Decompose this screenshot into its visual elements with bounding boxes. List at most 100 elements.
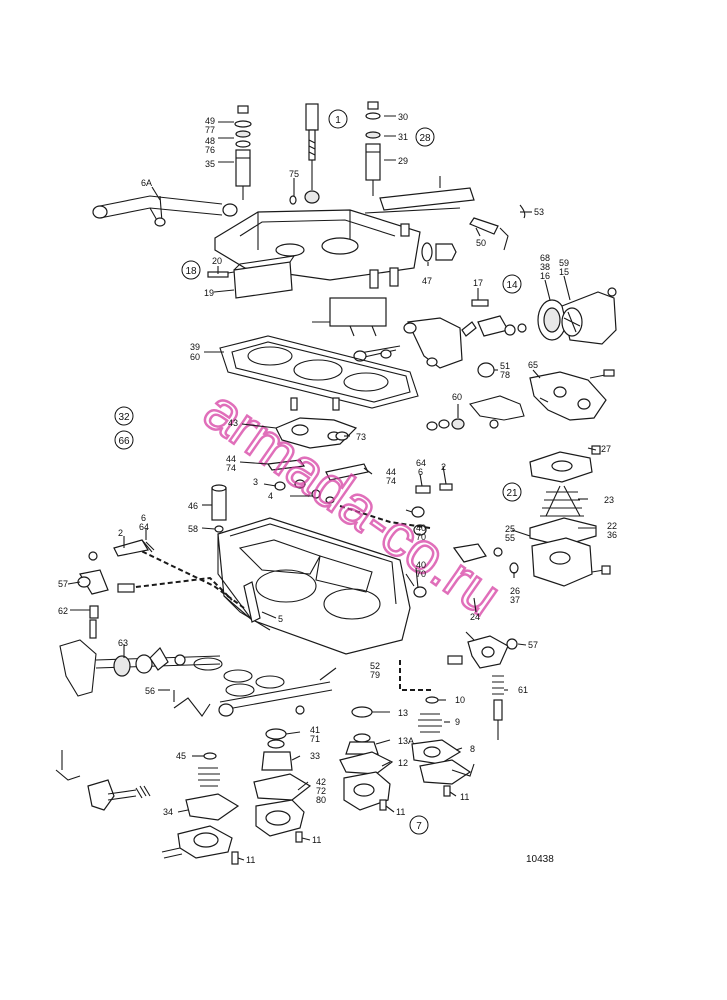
label-23: 23: [604, 495, 614, 505]
label-13a: 13A: [398, 736, 414, 746]
label-74: 74: [226, 463, 236, 473]
label-38: 38: [540, 262, 550, 272]
choke-linkage-rod: [92, 195, 238, 227]
label-64: 64: [416, 458, 426, 468]
label-57b: 57: [528, 640, 538, 650]
label-24: 24: [470, 612, 480, 622]
fast-idle-lever: [55, 750, 151, 811]
throttle-lever-cluster: [312, 297, 527, 369]
label-2: 2: [441, 462, 446, 472]
label-72: 72: [316, 786, 326, 796]
label-63: 63: [118, 638, 128, 648]
label-57: 57: [58, 579, 68, 589]
label-39: 39: [190, 342, 200, 352]
label-48: 48: [205, 136, 215, 146]
label-11a: 11: [396, 807, 405, 817]
ref-1: 1: [335, 115, 341, 126]
label-58: 58: [188, 524, 198, 534]
label-20: 20: [212, 256, 222, 266]
emulsion-tube: [211, 484, 227, 533]
label-15: 15: [559, 267, 569, 277]
label-70b: 70: [416, 569, 426, 579]
label-75: 75: [289, 169, 299, 179]
label-33: 33: [310, 751, 320, 761]
label-76: 76: [205, 145, 215, 155]
label-44: 44: [226, 454, 236, 464]
label-6: 6: [418, 467, 423, 477]
leader-lines: [67, 115, 597, 861]
label-65: 65: [528, 360, 538, 370]
throttle-linkage-left: [59, 539, 221, 697]
throttle-lever-right: [425, 631, 518, 740]
ref-28: 28: [419, 133, 431, 144]
top-gasket: [219, 335, 419, 409]
label-19: 19: [204, 288, 214, 298]
label-78: 78: [500, 370, 510, 380]
label-45: 45: [176, 751, 186, 761]
label-53: 53: [534, 207, 544, 217]
accelerator-pump-parts: [266, 397, 453, 504]
label-64b: 64: [139, 522, 149, 532]
label-47: 47: [422, 276, 432, 286]
label-74b: 74: [386, 476, 396, 486]
needle-valve-stack-right: [365, 101, 381, 196]
label-42: 42: [316, 777, 326, 787]
label-9: 9: [455, 717, 460, 727]
main-jet-tube: [305, 103, 319, 190]
label-44b: 44: [386, 467, 396, 477]
choke-housing: [537, 287, 617, 345]
label-41: 41: [310, 725, 320, 735]
label-31: 31: [398, 132, 408, 142]
label-49: 49: [205, 116, 215, 126]
label-40: 40: [416, 523, 426, 533]
label-60: 60: [190, 352, 200, 362]
label-6a: 6A: [141, 178, 152, 188]
label-6c: 6: [141, 513, 146, 523]
ref-7: 7: [416, 821, 422, 832]
label-62: 62: [58, 606, 68, 616]
label-60b: 60: [452, 392, 462, 402]
label-43: 43: [228, 418, 238, 428]
ref-21: 21: [506, 488, 518, 499]
choke-plate-lever: [364, 176, 526, 251]
pump-lever-assembly: [426, 362, 615, 431]
label-71: 71: [310, 734, 320, 744]
label-73: 73: [356, 432, 366, 442]
label-46: 46: [188, 501, 198, 511]
label-40b: 40: [416, 560, 426, 570]
label-52: 52: [370, 661, 380, 671]
label-80: 80: [316, 795, 326, 805]
label-26: 26: [510, 586, 520, 596]
label-5: 5: [278, 614, 283, 624]
label-36: 36: [607, 530, 617, 540]
label-13: 13: [398, 708, 408, 718]
label-77: 77: [205, 125, 215, 135]
float: [207, 255, 296, 299]
label-51: 51: [500, 361, 510, 371]
label-29: 29: [398, 156, 408, 166]
label-34: 34: [163, 807, 173, 817]
label-8: 8: [470, 744, 475, 754]
fuel-inlet-nut: [421, 242, 457, 262]
ref-18: 18: [185, 266, 197, 277]
label-4: 4: [268, 491, 273, 501]
label-37: 37: [510, 595, 520, 605]
ref-32: 32: [118, 412, 130, 423]
label-25: 25: [505, 524, 515, 534]
label-30: 30: [398, 112, 408, 122]
label-79: 79: [370, 670, 380, 680]
ref-14: 14: [506, 280, 518, 291]
enrichment-valve-group: [509, 445, 611, 587]
circled-references: 1 28 18 14 32 66 21 7: [114, 109, 522, 835]
needle-valve-stack-left: [234, 105, 252, 200]
label-17: 17: [473, 278, 483, 288]
label-35: 35: [205, 159, 215, 169]
label-10: 10: [455, 695, 465, 705]
label-27: 27: [601, 444, 611, 454]
label-11d: 11: [246, 855, 255, 865]
label-50: 50: [476, 238, 486, 248]
label-22: 22: [607, 521, 617, 531]
drawing-number: 10438: [526, 854, 554, 865]
label-70: 70: [416, 532, 426, 542]
